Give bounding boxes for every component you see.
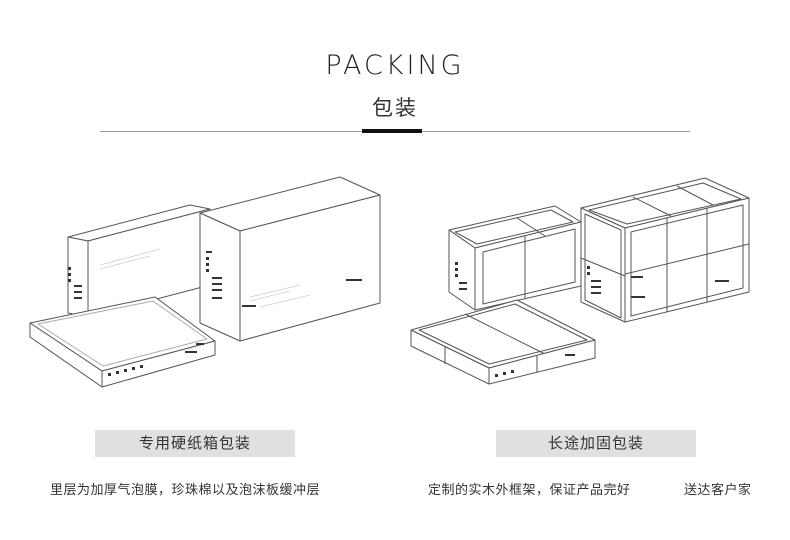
left-description: 里层为加厚气泡膜，珍珠棉以及泡沫板缓冲层 — [50, 483, 321, 498]
right-description-part1: 定制的实木外框架，保证产品完好 — [428, 483, 631, 498]
cardboard-boxes-illustration — [29, 176, 381, 388]
page-title-cn: 包装 — [372, 96, 418, 120]
wooden-crate-tall — [580, 177, 750, 323]
wooden-crates-illustration — [410, 177, 750, 385]
flat-carton-box — [29, 296, 216, 388]
page-title-en: PACKING — [325, 50, 465, 81]
wooden-crate-back-left — [448, 205, 582, 311]
left-caption: 专用硬纸箱包装 — [95, 430, 295, 457]
right-description-part2: 送达客户家 — [684, 483, 752, 498]
wooden-crate-flat — [410, 299, 596, 385]
divider-accent — [362, 129, 422, 133]
carton-box-back — [67, 204, 211, 318]
carton-box-front — [199, 176, 381, 342]
right-caption: 长途加固包装 — [496, 430, 696, 457]
